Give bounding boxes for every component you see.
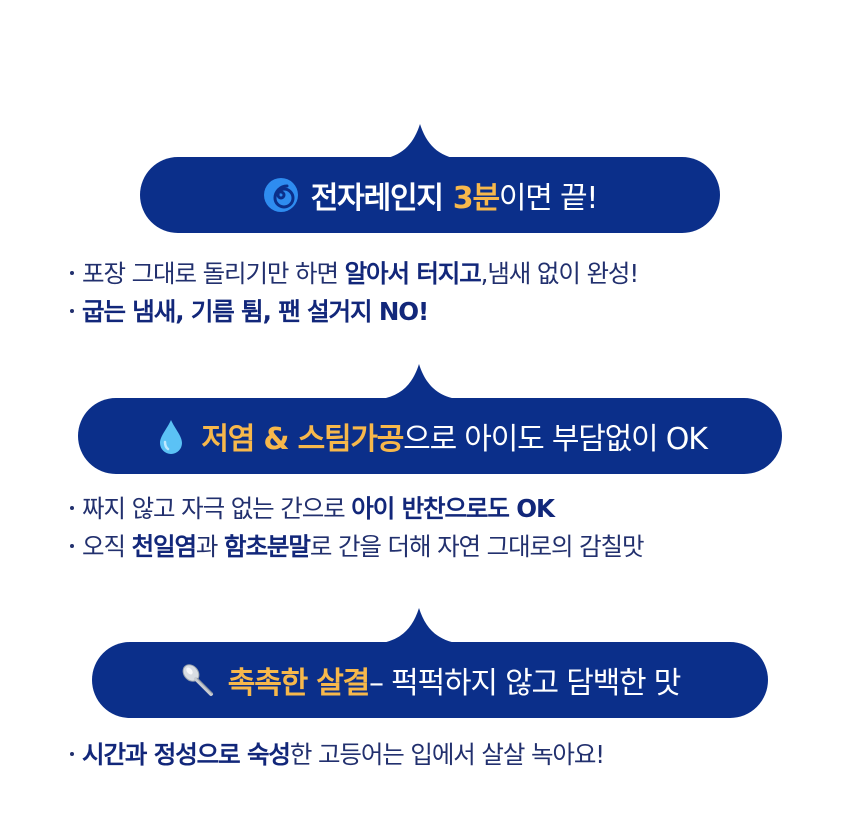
bullet-text: ,냄새 없이 완성! xyxy=(480,259,640,288)
spoon-icon xyxy=(180,662,216,698)
bullet-text: 짜지 않고 자극 없는 간으로 xyxy=(82,494,352,523)
bullet-bold-text: 굽는 냄새, 기름 튐, 팬 설거지 NO! xyxy=(82,297,429,326)
bullet-bold-text: 천일염 xyxy=(131,532,197,561)
bullet-text: 한 고등어는 입에서 살살 녹아요! xyxy=(289,740,605,769)
bullet-item: 짜지 않고 자극 없는 간으로 아이 반찬으로도 OK xyxy=(70,490,643,528)
bullet-item: 시간과 정성으로 숙성한 고등어는 입에서 살살 녹아요! xyxy=(70,736,605,774)
bullet-text: 로 간을 더해 자연 그대로의 감칠맛 xyxy=(309,532,645,561)
water-drop-icon xyxy=(153,418,189,454)
headline-bold: 전자레인지 xyxy=(310,181,444,216)
bullet-item: 포장 그대로 돌리기만 하면 알아서 터지고,냄새 없이 완성! xyxy=(70,255,640,293)
bullet-bold-text: 아이 반찬으로도 OK xyxy=(351,494,555,523)
bullet-dot xyxy=(70,544,74,548)
bubble-pointer xyxy=(374,364,464,400)
headline-highlight: 저염 & 스팀가공 xyxy=(201,422,404,457)
headline-bubble: 저염 & 스팀가공 으로 아이도 부담없이 OK xyxy=(78,398,782,474)
bullet-text: 과 xyxy=(195,532,225,561)
cyclone-icon xyxy=(263,177,299,213)
bubble-pointer xyxy=(375,124,465,160)
bullet-bold-text: 알아서 터지고 xyxy=(344,259,482,288)
headline-rest: 으로 아이도 부담없이 OK xyxy=(403,422,708,457)
headline-highlight: 촉촉한 살결 xyxy=(227,666,370,701)
headline-bubble: 전자레인지 3분 이면 끝! xyxy=(140,157,720,233)
bullet-dot xyxy=(70,506,74,510)
bullet-list-low-sodium: 짜지 않고 자극 없는 간으로 아이 반찬으로도 OK 오직 천일염과 함초분말… xyxy=(70,490,645,566)
bullet-dot xyxy=(70,309,74,313)
bullet-bold-text: 시간과 정성으로 숙성 xyxy=(82,740,291,769)
headline-rest: – 퍽퍽하지 않고 담백한 맛 xyxy=(369,666,681,701)
bullet-dot xyxy=(70,271,74,275)
bullet-item: 굽는 냄새, 기름 튐, 팬 설거지 NO! xyxy=(70,293,638,331)
headline-bubble: 촉촉한 살결 – 퍽퍽하지 않고 담백한 맛 xyxy=(92,642,768,718)
headline-rest: 이면 끝! xyxy=(498,181,599,216)
bullet-list-moist-texture: 시간과 정성으로 숙성한 고등어는 입에서 살살 녹아요! xyxy=(70,736,605,774)
bullet-item: 오직 천일염과 함초분말로 간을 더해 자연 그대로의 감칠맛 xyxy=(70,528,645,566)
bullet-text: 오직 xyxy=(82,532,132,561)
headline-highlight: 3분 xyxy=(452,181,500,216)
bullet-text: 포장 그대로 돌리기만 하면 xyxy=(82,259,345,288)
bubble-pointer xyxy=(374,608,464,644)
bullet-bold-text: 함초분말 xyxy=(224,532,311,561)
bullet-dot xyxy=(70,752,74,756)
bullet-list-microwave: 포장 그대로 돌리기만 하면 알아서 터지고,냄새 없이 완성! 굽는 냄새, … xyxy=(70,255,640,331)
